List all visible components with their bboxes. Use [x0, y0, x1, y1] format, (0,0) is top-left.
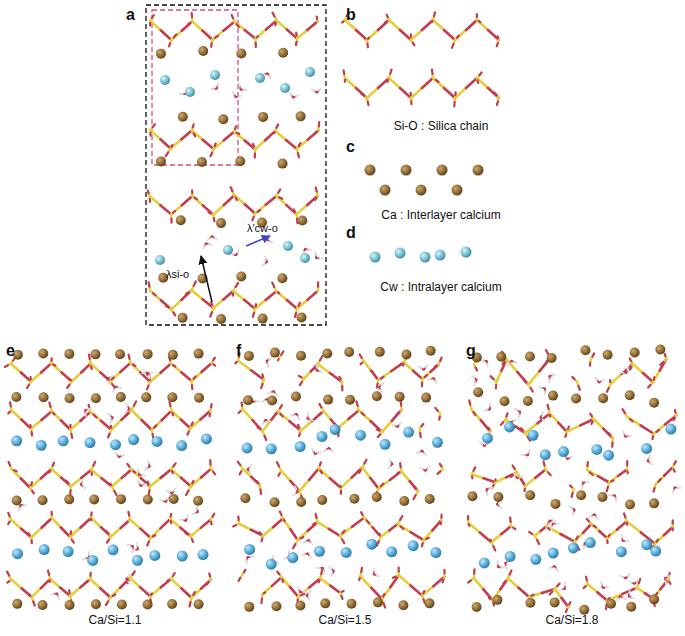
legend-text: Si-O : Silica chain [394, 120, 489, 133]
ratio-caption: Ca/Si=1.1 [88, 614, 141, 627]
panel-letter: a [126, 6, 135, 24]
panel-letter: e [6, 342, 15, 360]
panel-letter: f [236, 342, 241, 360]
panel-letter: d [346, 224, 356, 242]
legend-text: Cw : Intralayer calcium [380, 281, 501, 294]
distance-label: λsi-o [166, 268, 189, 280]
panel-letter: g [466, 342, 476, 360]
legend-text: Ca : Interlayer calcium [381, 209, 500, 222]
panel-frame [146, 5, 326, 325]
distance-arrow [201, 256, 212, 302]
panel-letter: b [346, 6, 356, 24]
ratio-caption: Ca/Si=1.5 [318, 614, 371, 627]
unit-cell-frame [152, 10, 238, 165]
distance-label: λ′cw-o [247, 222, 278, 234]
distance-arrow [246, 236, 270, 246]
ratio-caption: Ca/Si=1.8 [545, 614, 598, 627]
panel-letter: c [346, 138, 355, 156]
